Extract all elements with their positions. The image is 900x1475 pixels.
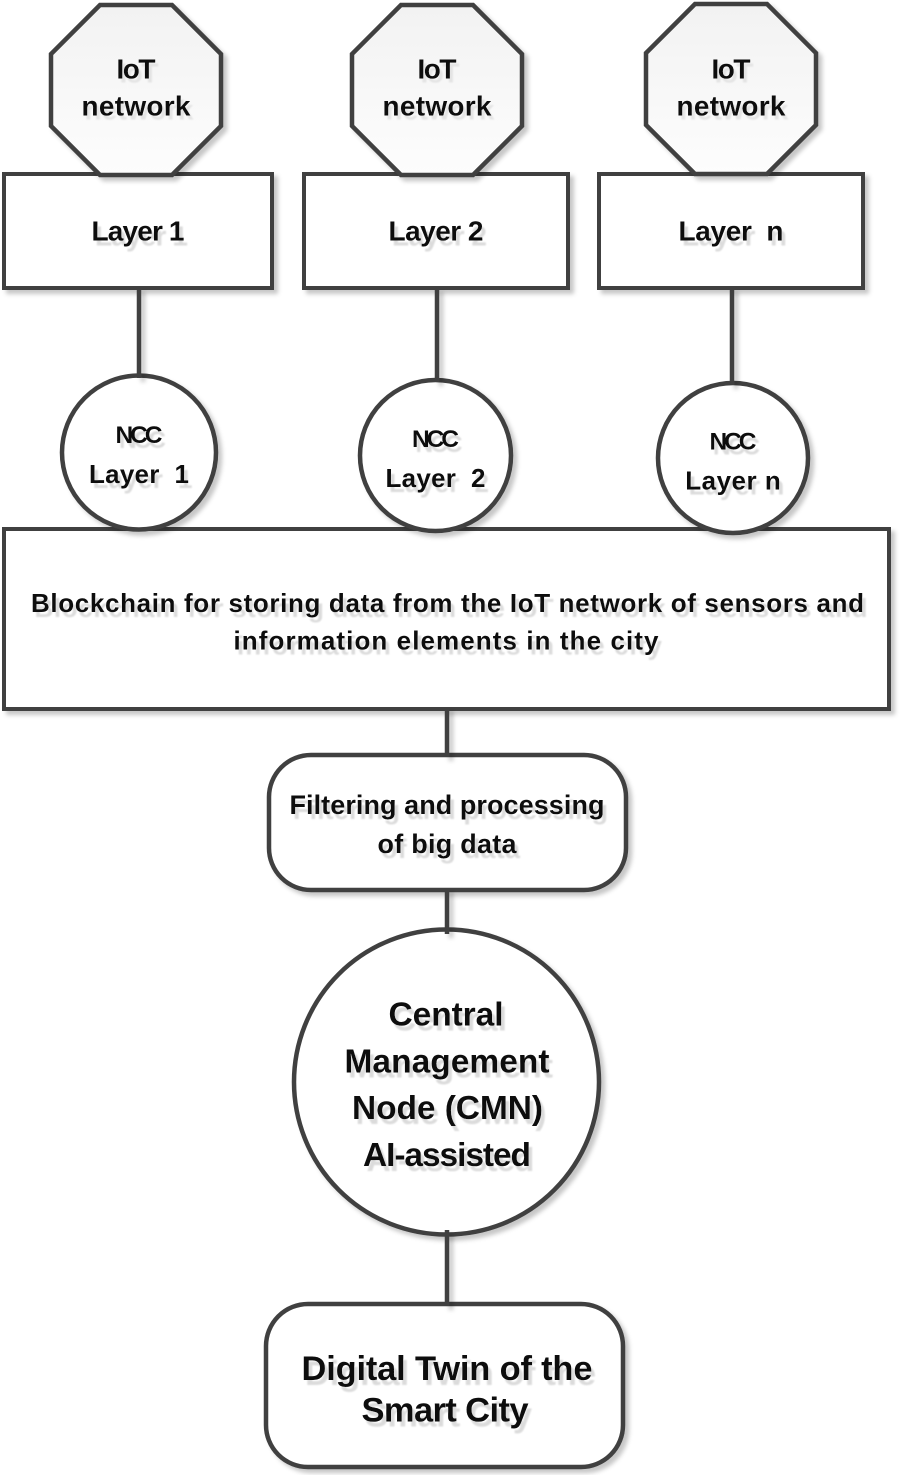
svg-text:NCC: NCC <box>412 426 459 453</box>
svg-text:Layer 1: Layer 1 <box>92 216 185 247</box>
svg-text:Smart City: Smart City <box>362 1392 529 1430</box>
svg-text:NCC: NCC <box>116 422 163 449</box>
svg-text:IoT: IoT <box>117 53 156 84</box>
svg-text:network: network <box>383 91 492 122</box>
svg-text:Filtering and processing: Filtering and processing <box>290 790 605 820</box>
svg-text:Layer n: Layer n <box>679 216 784 247</box>
svg-text:Layer n: Layer n <box>685 466 781 496</box>
svg-text:NCC: NCC <box>710 429 757 456</box>
svg-text:Blockchain for storing data fr: Blockchain for storing data from the IoT… <box>31 588 864 618</box>
svg-text:Digital Twin of the: Digital Twin of the <box>302 1350 593 1388</box>
svg-text:Layer 2: Layer 2 <box>386 463 486 493</box>
svg-text:IoT: IoT <box>712 53 751 84</box>
svg-text:IoT: IoT <box>418 53 457 84</box>
svg-text:Central: Central <box>389 997 504 1034</box>
svg-text:network: network <box>677 91 786 122</box>
svg-text:Management: Management <box>345 1044 550 1081</box>
svg-text:Layer 2: Layer 2 <box>389 216 484 247</box>
svg-text:AI-assisted: AI-assisted <box>363 1137 531 1174</box>
svg-text:Layer 1: Layer 1 <box>89 459 189 489</box>
svg-text:of big data: of big data <box>378 829 518 859</box>
svg-text:Node (CMN): Node (CMN) <box>352 1090 543 1127</box>
svg-text:information elements in the ci: information elements in the city <box>234 626 660 656</box>
svg-text:network: network <box>82 91 191 122</box>
